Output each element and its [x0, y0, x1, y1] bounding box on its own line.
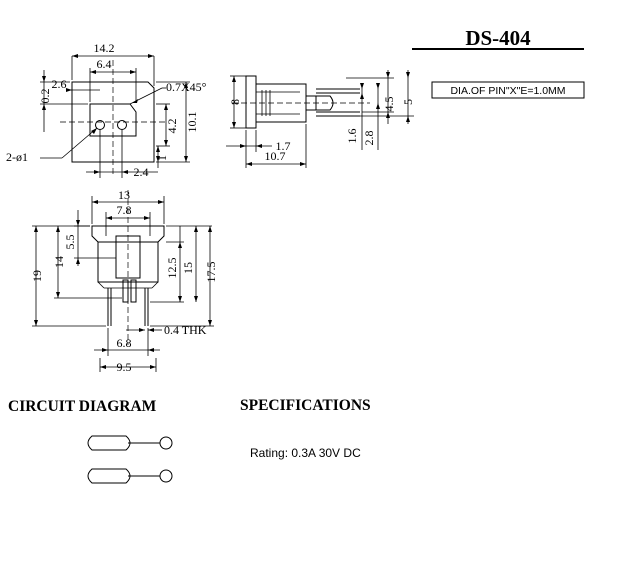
- dim-top-gap: 0.2: [38, 89, 52, 104]
- terminal-circle-2: [159, 469, 173, 483]
- dim-flange: 8: [228, 99, 242, 105]
- circuit-diagram-heading: CIRCUIT DIAGRAM: [8, 398, 157, 415]
- dim-h-15: 15: [181, 262, 195, 274]
- dim-h-17-5: 17.5: [204, 262, 218, 283]
- dim-pin-spacing: 4.2: [165, 119, 179, 134]
- dim-thickness: 0.4 THK: [164, 323, 207, 337]
- circuit-diagram: [87, 435, 173, 484]
- dim-side-d1: 1.7: [276, 139, 291, 153]
- side-view: 8 1.7 10.7 4.5 5 1.6: [226, 70, 415, 168]
- dim-bottom-offset: 1: [155, 155, 169, 161]
- rating-text: Rating: 0.3A 30V DC: [250, 446, 361, 460]
- pin-note-box: [431, 81, 585, 99]
- front-body-outline: [71, 81, 155, 163]
- dim-side-d2: 10.7: [265, 149, 286, 163]
- dim-base-width: 9.5: [117, 360, 132, 374]
- side-flange: [245, 75, 257, 129]
- pin-hole-left: [95, 120, 105, 130]
- dim-side-pin-a: 4.5: [382, 97, 396, 112]
- dim-inner-width: 6.4: [97, 57, 112, 71]
- dim-height: 10.1: [185, 112, 199, 133]
- specifications-heading: SPECIFICATIONS: [240, 397, 371, 414]
- dim-pin-span: 6.8: [117, 336, 132, 350]
- dim-h-14: 14: [52, 256, 66, 268]
- dim-hole-callout: 2-ø1: [6, 150, 28, 164]
- part-number-title: DS-404: [465, 26, 531, 50]
- circuit-pin-2: [87, 468, 173, 484]
- pin-note-text: DIA.OF PIN"X"E=1.0MM: [450, 85, 565, 97]
- bottom-pin-right: [130, 279, 137, 303]
- circuit-pin-1: [87, 435, 173, 451]
- bottom-pin-left: [122, 279, 129, 303]
- front-view: 14.2 6.4 2.6 0.7X45° 0.2 4.2: [6, 41, 207, 179]
- dim-width: 14.2: [94, 41, 115, 55]
- dim-side-pin-d: 2.8: [362, 131, 376, 146]
- terminal-circle-1: [159, 436, 173, 450]
- dim-left-offset: 2.6: [52, 77, 67, 91]
- side-terminal: [315, 95, 334, 111]
- dim-side-pin-b: 5: [401, 99, 415, 105]
- front-socket-outline: [89, 103, 137, 137]
- dim-h-12-5: 12.5: [165, 258, 179, 279]
- dim-h-5-5: 5.5: [63, 235, 77, 250]
- dim-h-19: 19: [30, 270, 44, 282]
- dim-top-width: 13: [118, 188, 130, 202]
- dim-pin-pitch: 2.4: [134, 165, 149, 179]
- pin-hole-right: [117, 120, 127, 130]
- dim-inner-width-b: 7.8: [117, 203, 132, 217]
- dim-side-pin-c: 1.6: [345, 129, 359, 144]
- bottom-view: 13 7.8 5.5 14 19 12.5: [30, 188, 218, 374]
